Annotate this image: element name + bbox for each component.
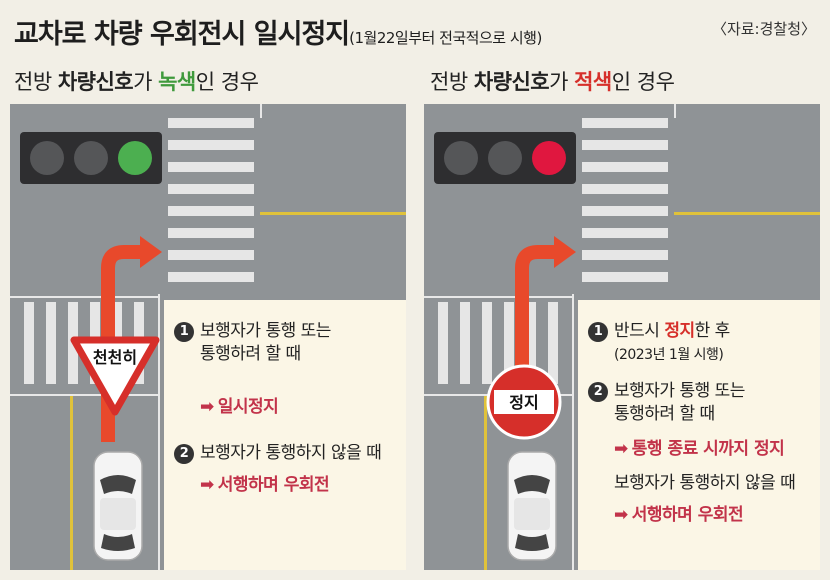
- info-item-1: 1 반드시 정지한 후 (2023년 1월 시행): [588, 320, 730, 367]
- crosswalk-left: [438, 302, 568, 384]
- heading-bold-text: 차량신호: [473, 70, 550, 94]
- number-badge: 2: [174, 444, 194, 464]
- item-emphasis-text: 정지: [664, 321, 695, 341]
- traffic-light-lamp: [488, 141, 522, 175]
- traffic-light-lamp: [444, 141, 478, 175]
- right-arrow-icon: ➡: [200, 475, 214, 495]
- info-item-3: 보행자가 통행하지 않을 때: [588, 472, 796, 495]
- page-title: 교차로 차량 우회전시 일시정지(1월22일부터 전국적으로 시행): [14, 12, 542, 51]
- crosswalk-top: [168, 118, 254, 288]
- lane-line: [10, 296, 160, 298]
- result-text: ➡서행하며 우회전: [614, 500, 744, 525]
- right-arrow-icon: ➡: [200, 397, 214, 417]
- number-badge: 1: [174, 322, 194, 342]
- right-arrow-icon: ➡: [614, 505, 628, 525]
- result-label: 서행하며 우회전: [217, 475, 330, 495]
- result-text: ➡일시정지: [200, 392, 279, 417]
- traffic-light-active-lamp: [532, 141, 566, 175]
- center-line: [674, 212, 820, 215]
- heading-text: 전방: [430, 70, 474, 94]
- result-label: 통행 종료 시까지 정지: [631, 439, 785, 459]
- info-item-1: 1 보행자가 통행 또는 통행하려 할 때: [174, 320, 331, 366]
- car-icon: [507, 451, 557, 561]
- heading-text: 전방: [14, 70, 58, 94]
- number-badge: 1: [588, 322, 608, 342]
- lane-line: [424, 296, 574, 298]
- title-subtitle: (1월22일부터 전국적으로 시행): [349, 29, 542, 47]
- traffic-light-active-lamp: [118, 141, 152, 175]
- info-item-2: 2 보행자가 통행 또는 통행하려 할 때: [588, 380, 745, 426]
- stop-line: [10, 394, 160, 396]
- center-line: [260, 212, 406, 215]
- lane-line: [674, 104, 676, 118]
- center-line: [484, 396, 487, 570]
- traffic-light: [434, 132, 576, 184]
- result-label: 서행하며 우회전: [631, 505, 744, 525]
- result-text: ➡서행하며 우회전: [200, 470, 330, 495]
- yield-sign-icon: 천천히: [70, 336, 160, 416]
- item-text: 통행하려 할 때: [200, 344, 301, 364]
- item-text: 보행자가 통행하지 않을 때: [614, 473, 796, 493]
- heading-text: 가: [133, 70, 159, 94]
- heading-signal-color-word: 적색: [574, 70, 612, 94]
- crosswalk-top: [582, 118, 668, 288]
- left-panel-heading: 전방 차량신호가 녹색인 경우: [14, 66, 259, 96]
- heading-bold-text: 차량신호: [57, 70, 134, 94]
- right-turn-arrow-icon: [515, 236, 576, 382]
- heading-text: 인 경우: [195, 70, 259, 94]
- right-turn-arrow-icon: [101, 236, 162, 442]
- lane-line: [158, 294, 160, 570]
- number-badge: 2: [588, 382, 608, 402]
- heading-text: 인 경우: [611, 70, 675, 94]
- traffic-light: [20, 132, 162, 184]
- right-info-box: 1 반드시 정지한 후 (2023년 1월 시행) 2 보행자가 통행 또는 통행하…: [578, 300, 820, 570]
- title-main: 교차로 차량 우회전시 일시정지: [14, 19, 350, 50]
- lane-line: [572, 294, 574, 570]
- item-text: 한 후: [694, 321, 731, 341]
- item-text: 반드시: [614, 321, 665, 341]
- lane-line: [260, 104, 262, 118]
- right-panel-heading: 전방 차량신호가 적색인 경우: [430, 66, 675, 96]
- result-text: ➡통행 종료 시까지 정지: [614, 434, 785, 459]
- yield-sign-text: 천천히: [93, 348, 137, 367]
- item-text: 통행하려 할 때: [614, 404, 715, 424]
- right-arrow-icon: ➡: [614, 439, 628, 459]
- item-note: (2023년 1월 시행): [614, 347, 724, 363]
- source-credit: 〈자료:경찰청〉: [711, 20, 816, 38]
- traffic-light-lamp: [74, 141, 108, 175]
- stop-sign-icon: 정지: [486, 364, 562, 440]
- item-text: 보행자가 통행 또는: [614, 381, 745, 401]
- item-text: 보행자가 통행하지 않을 때: [200, 443, 382, 463]
- stop-sign-text: 정지: [509, 393, 538, 412]
- heading-text: 가: [549, 70, 575, 94]
- result-label: 일시정지: [217, 397, 279, 417]
- car-icon: [93, 451, 143, 561]
- traffic-light-lamp: [30, 141, 64, 175]
- center-line: [70, 396, 73, 570]
- info-item-2: 2 보행자가 통행하지 않을 때: [174, 442, 382, 465]
- heading-signal-color-word: 녹색: [158, 70, 196, 94]
- item-text: 보행자가 통행 또는: [200, 321, 331, 341]
